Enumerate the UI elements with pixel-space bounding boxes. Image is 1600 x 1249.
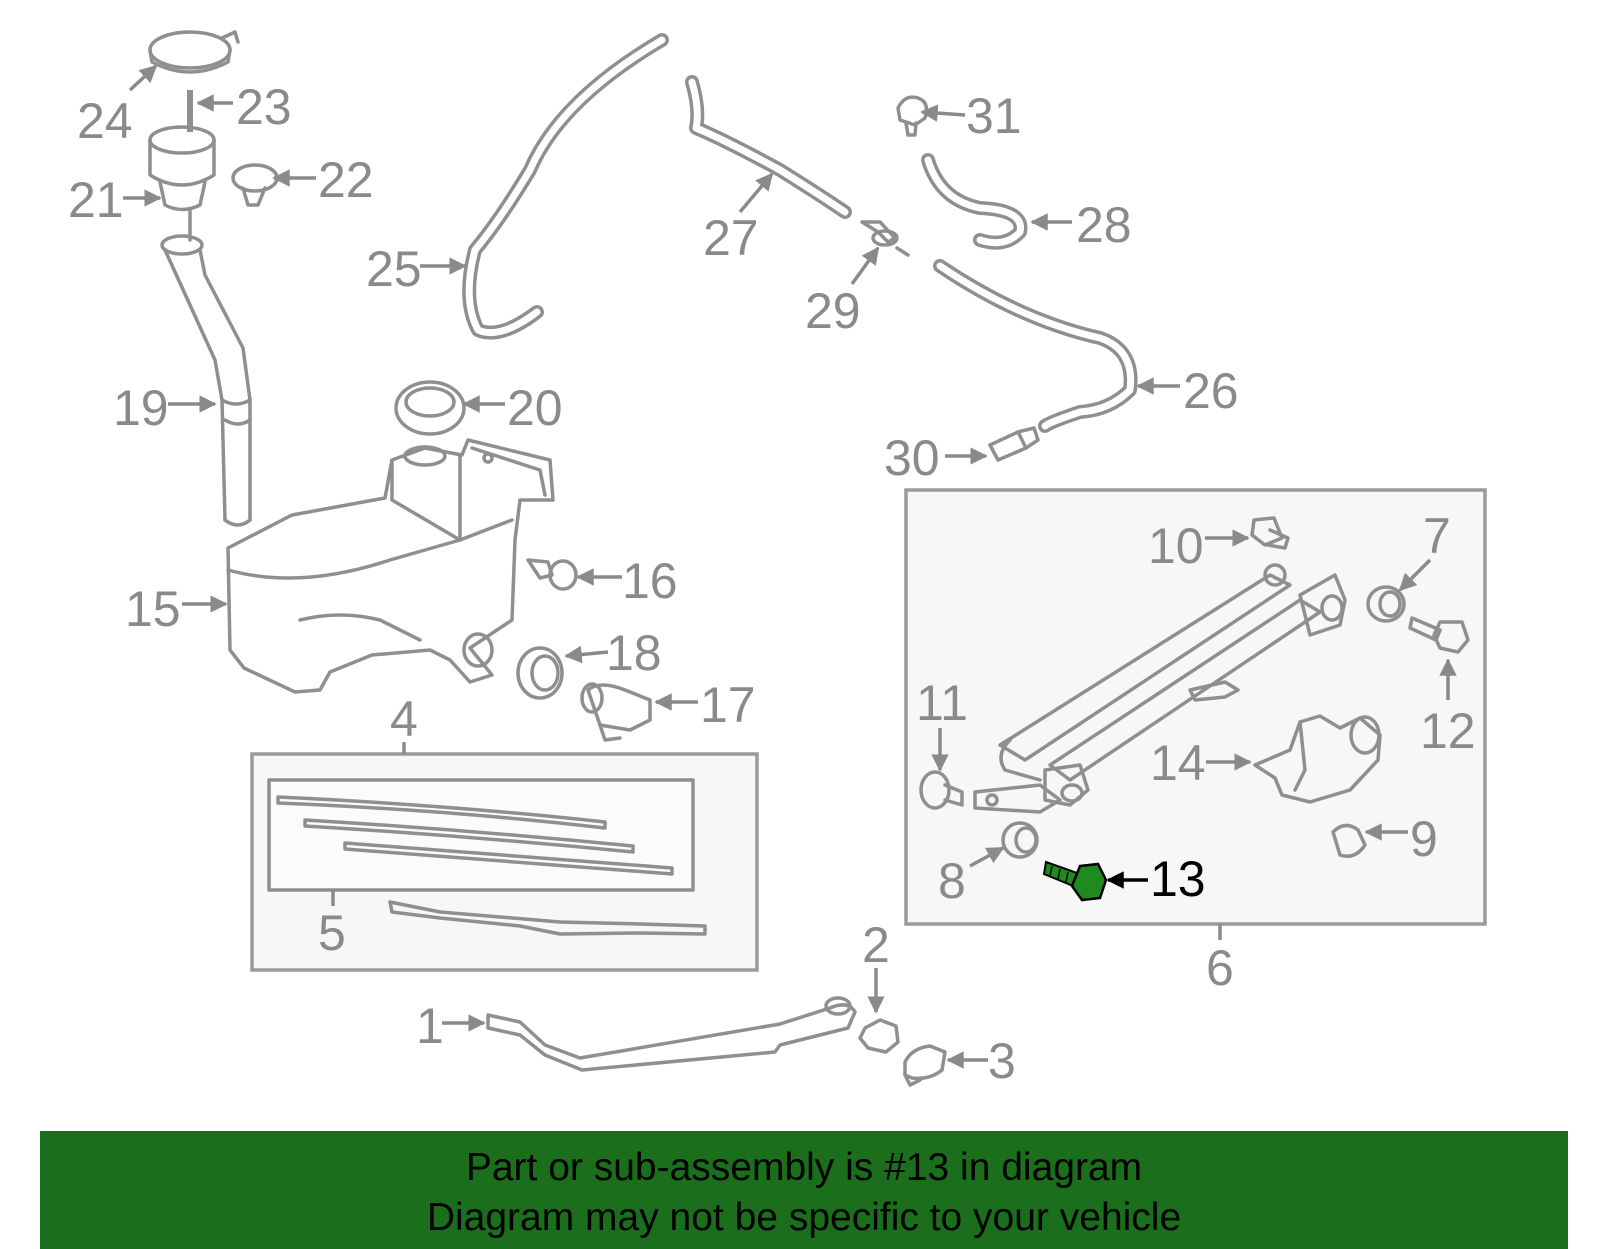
- box-4-blade-assembly: [250, 752, 759, 972]
- banner-line-1: Part or sub-assembly is #13 in diagram: [465, 1146, 1143, 1189]
- part-21-neck: [148, 125, 216, 242]
- callout-21: 21: [68, 172, 124, 228]
- callout-26: 26: [1183, 363, 1239, 419]
- part-1-wiper-arm: [486, 996, 857, 1072]
- callout-8: 8: [938, 853, 966, 909]
- part-17-pump: [580, 682, 652, 742]
- callout-30: 30: [884, 430, 940, 486]
- part-24-cap: [148, 30, 240, 74]
- callout-13-highlighted: 13: [1150, 851, 1206, 907]
- part-27-hose: [685, 75, 852, 219]
- callout-19: 19: [113, 380, 169, 436]
- part-28-hose: [921, 153, 1028, 250]
- part-26-hose: [933, 259, 1138, 433]
- callout-6: 6: [1206, 940, 1234, 996]
- callout-17: 17: [700, 677, 756, 733]
- callout-31: 31: [966, 88, 1022, 144]
- part-31-nozzle: [896, 95, 929, 137]
- box-6-linkage-assembly: [904, 488, 1487, 926]
- callout-29: 29: [805, 283, 861, 339]
- part-30-connector: [988, 426, 1040, 462]
- callout-15: 15: [125, 581, 181, 637]
- callout-10: 10: [1148, 518, 1204, 574]
- callout-25: 25: [366, 241, 422, 297]
- banner-line-2: Diagram may not be specific to your vehi…: [426, 1196, 1182, 1239]
- callout-23: 23: [236, 79, 292, 135]
- part-3-cap: [903, 1044, 947, 1087]
- callout-4: 4: [390, 691, 418, 747]
- callout-labels: 24 23 21 22 25 27 29 28 31 26 30 19 20 1…: [68, 79, 1476, 1089]
- info-banner: Part or sub-assembly is #13 in diagram D…: [40, 1131, 1568, 1249]
- part-16-connector: [526, 558, 578, 591]
- callout-22: 22: [318, 152, 374, 208]
- callout-9: 9: [1410, 811, 1438, 867]
- callout-18: 18: [606, 625, 662, 681]
- part-29-joint: [860, 220, 910, 257]
- callout-11: 11: [916, 675, 968, 731]
- callout-1: 1: [416, 998, 444, 1054]
- part-2-nut: [858, 1018, 900, 1054]
- callout-16: 16: [622, 553, 678, 609]
- callout-7: 7: [1423, 508, 1451, 564]
- leader-lines: [123, 64, 1457, 1069]
- callout-24: 24: [77, 93, 133, 149]
- part-18-grommet: [516, 646, 564, 700]
- callout-5: 5: [318, 905, 346, 961]
- callout-27: 27: [703, 210, 759, 266]
- part-15-tank: [226, 438, 555, 694]
- callout-28: 28: [1076, 197, 1132, 253]
- callout-3: 3: [988, 1033, 1016, 1089]
- part-20-grommet: [394, 380, 466, 436]
- callout-2: 2: [862, 917, 890, 973]
- callout-14: 14: [1150, 735, 1206, 791]
- callout-20: 20: [507, 380, 563, 436]
- part-19-filler-hose: [160, 234, 252, 527]
- part-22-clip: [231, 163, 279, 207]
- part-13-bolt-highlighted: [1042, 860, 1108, 902]
- part-25-hose: [462, 33, 669, 340]
- callout-12: 12: [1420, 703, 1476, 759]
